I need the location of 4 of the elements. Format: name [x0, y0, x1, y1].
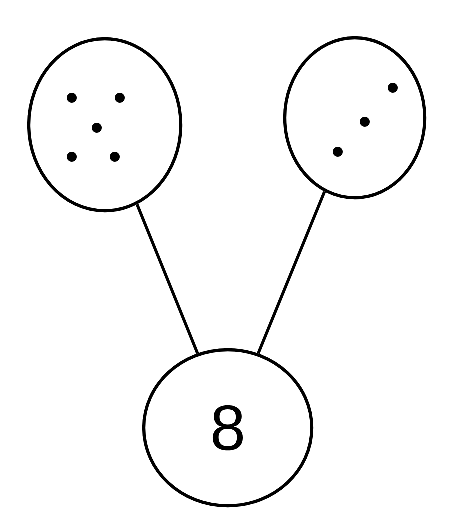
connector-line — [257, 191, 326, 354]
connector-line — [136, 204, 200, 354]
dot-circle — [27, 37, 183, 213]
dot-circle — [283, 36, 427, 200]
